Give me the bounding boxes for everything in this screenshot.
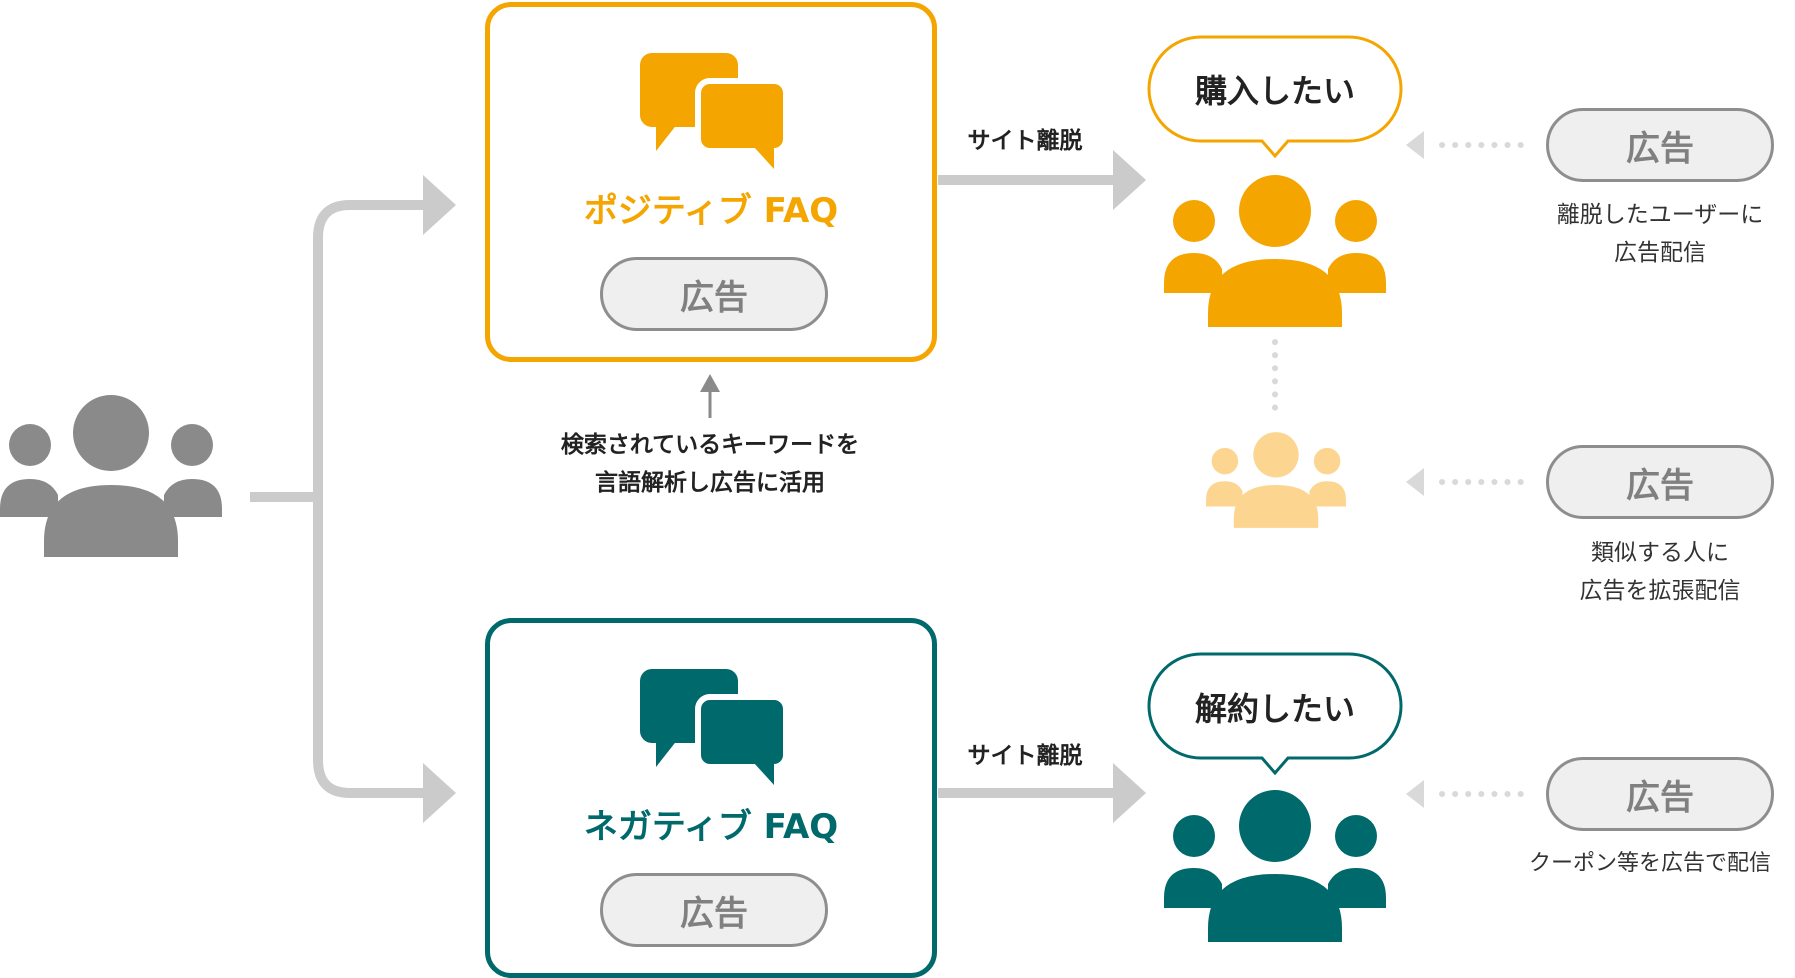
users-group-icon [0,395,222,557]
exit-arrowhead-top [1113,150,1146,210]
ad-arrowhead-2 [1406,468,1424,496]
search-note-line2: 言語解析し広告に活用 [595,470,825,496]
ad-arrowhead-1 [1406,131,1424,159]
negative-faq-ad-pill: 広告 [600,873,828,947]
negative-faq-box: ネガティブ FAQ 広告 [485,618,937,978]
ad-desc-coupon-line1: クーポン等を広告で配信 [1528,851,1771,876]
chat-bubbles-icon [640,53,786,169]
chat-bubbles-icon [640,669,786,785]
lookalike-users-icon [1206,432,1346,528]
search-note-line1: 検索されているキーワードを [560,432,860,458]
positive-faq-ad-pill: 広告 [600,257,828,331]
exit-arrowhead-bottom [1113,763,1146,823]
branch-line-top [313,200,425,497]
arrowhead-to-negative-faq [423,763,456,823]
site-exit-label-bottom: サイト離脱 [967,743,1083,769]
site-exit-label-top: サイト離脱 [967,128,1083,154]
positive-faq-box: ポジティブ FAQ 広告 [485,2,937,362]
negative-faq-title: ネガティブ FAQ [583,807,839,847]
ad-arrowhead-3 [1406,780,1424,808]
ad-desc-exit-users-line2: 広告配信 [1614,240,1706,266]
arrowhead-to-positive-faq [423,175,456,235]
ad-pill-coupon: 広告 [1546,757,1774,831]
ad-desc-coupon: クーポン等を広告で配信 [1505,845,1795,883]
ad-desc-lookalike-line1: 類似する人に [1591,540,1729,566]
speech-bubble-buy [1147,35,1403,159]
cancel-users-icon [1164,790,1386,942]
ad-pill-exit-users: 広告 [1546,108,1774,182]
bubble-cancel-text: 解約したい [1194,690,1355,728]
ad-desc-lookalike-line2: 広告を拡張配信 [1579,578,1741,604]
search-note-arrowhead [700,374,720,392]
search-note: 検索されているキーワードを 言語解析し広告に活用 [510,426,910,502]
speech-bubble-cancel [1147,652,1403,776]
positive-faq-title: ポジティブ FAQ [583,191,839,231]
ad-desc-exit-users: 離脱したユーザーに 広告配信 [1500,196,1795,272]
ad-pill-lookalike: 広告 [1546,445,1774,519]
branch-line-bottom [313,497,425,798]
ad-desc-exit-users-line1: 離脱したユーザーに [1556,202,1764,228]
ad-desc-lookalike: 類似する人に 広告を拡張配信 [1500,534,1795,610]
buyer-users-icon [1164,175,1386,327]
bubble-buy-text: 購入したい [1194,72,1355,110]
